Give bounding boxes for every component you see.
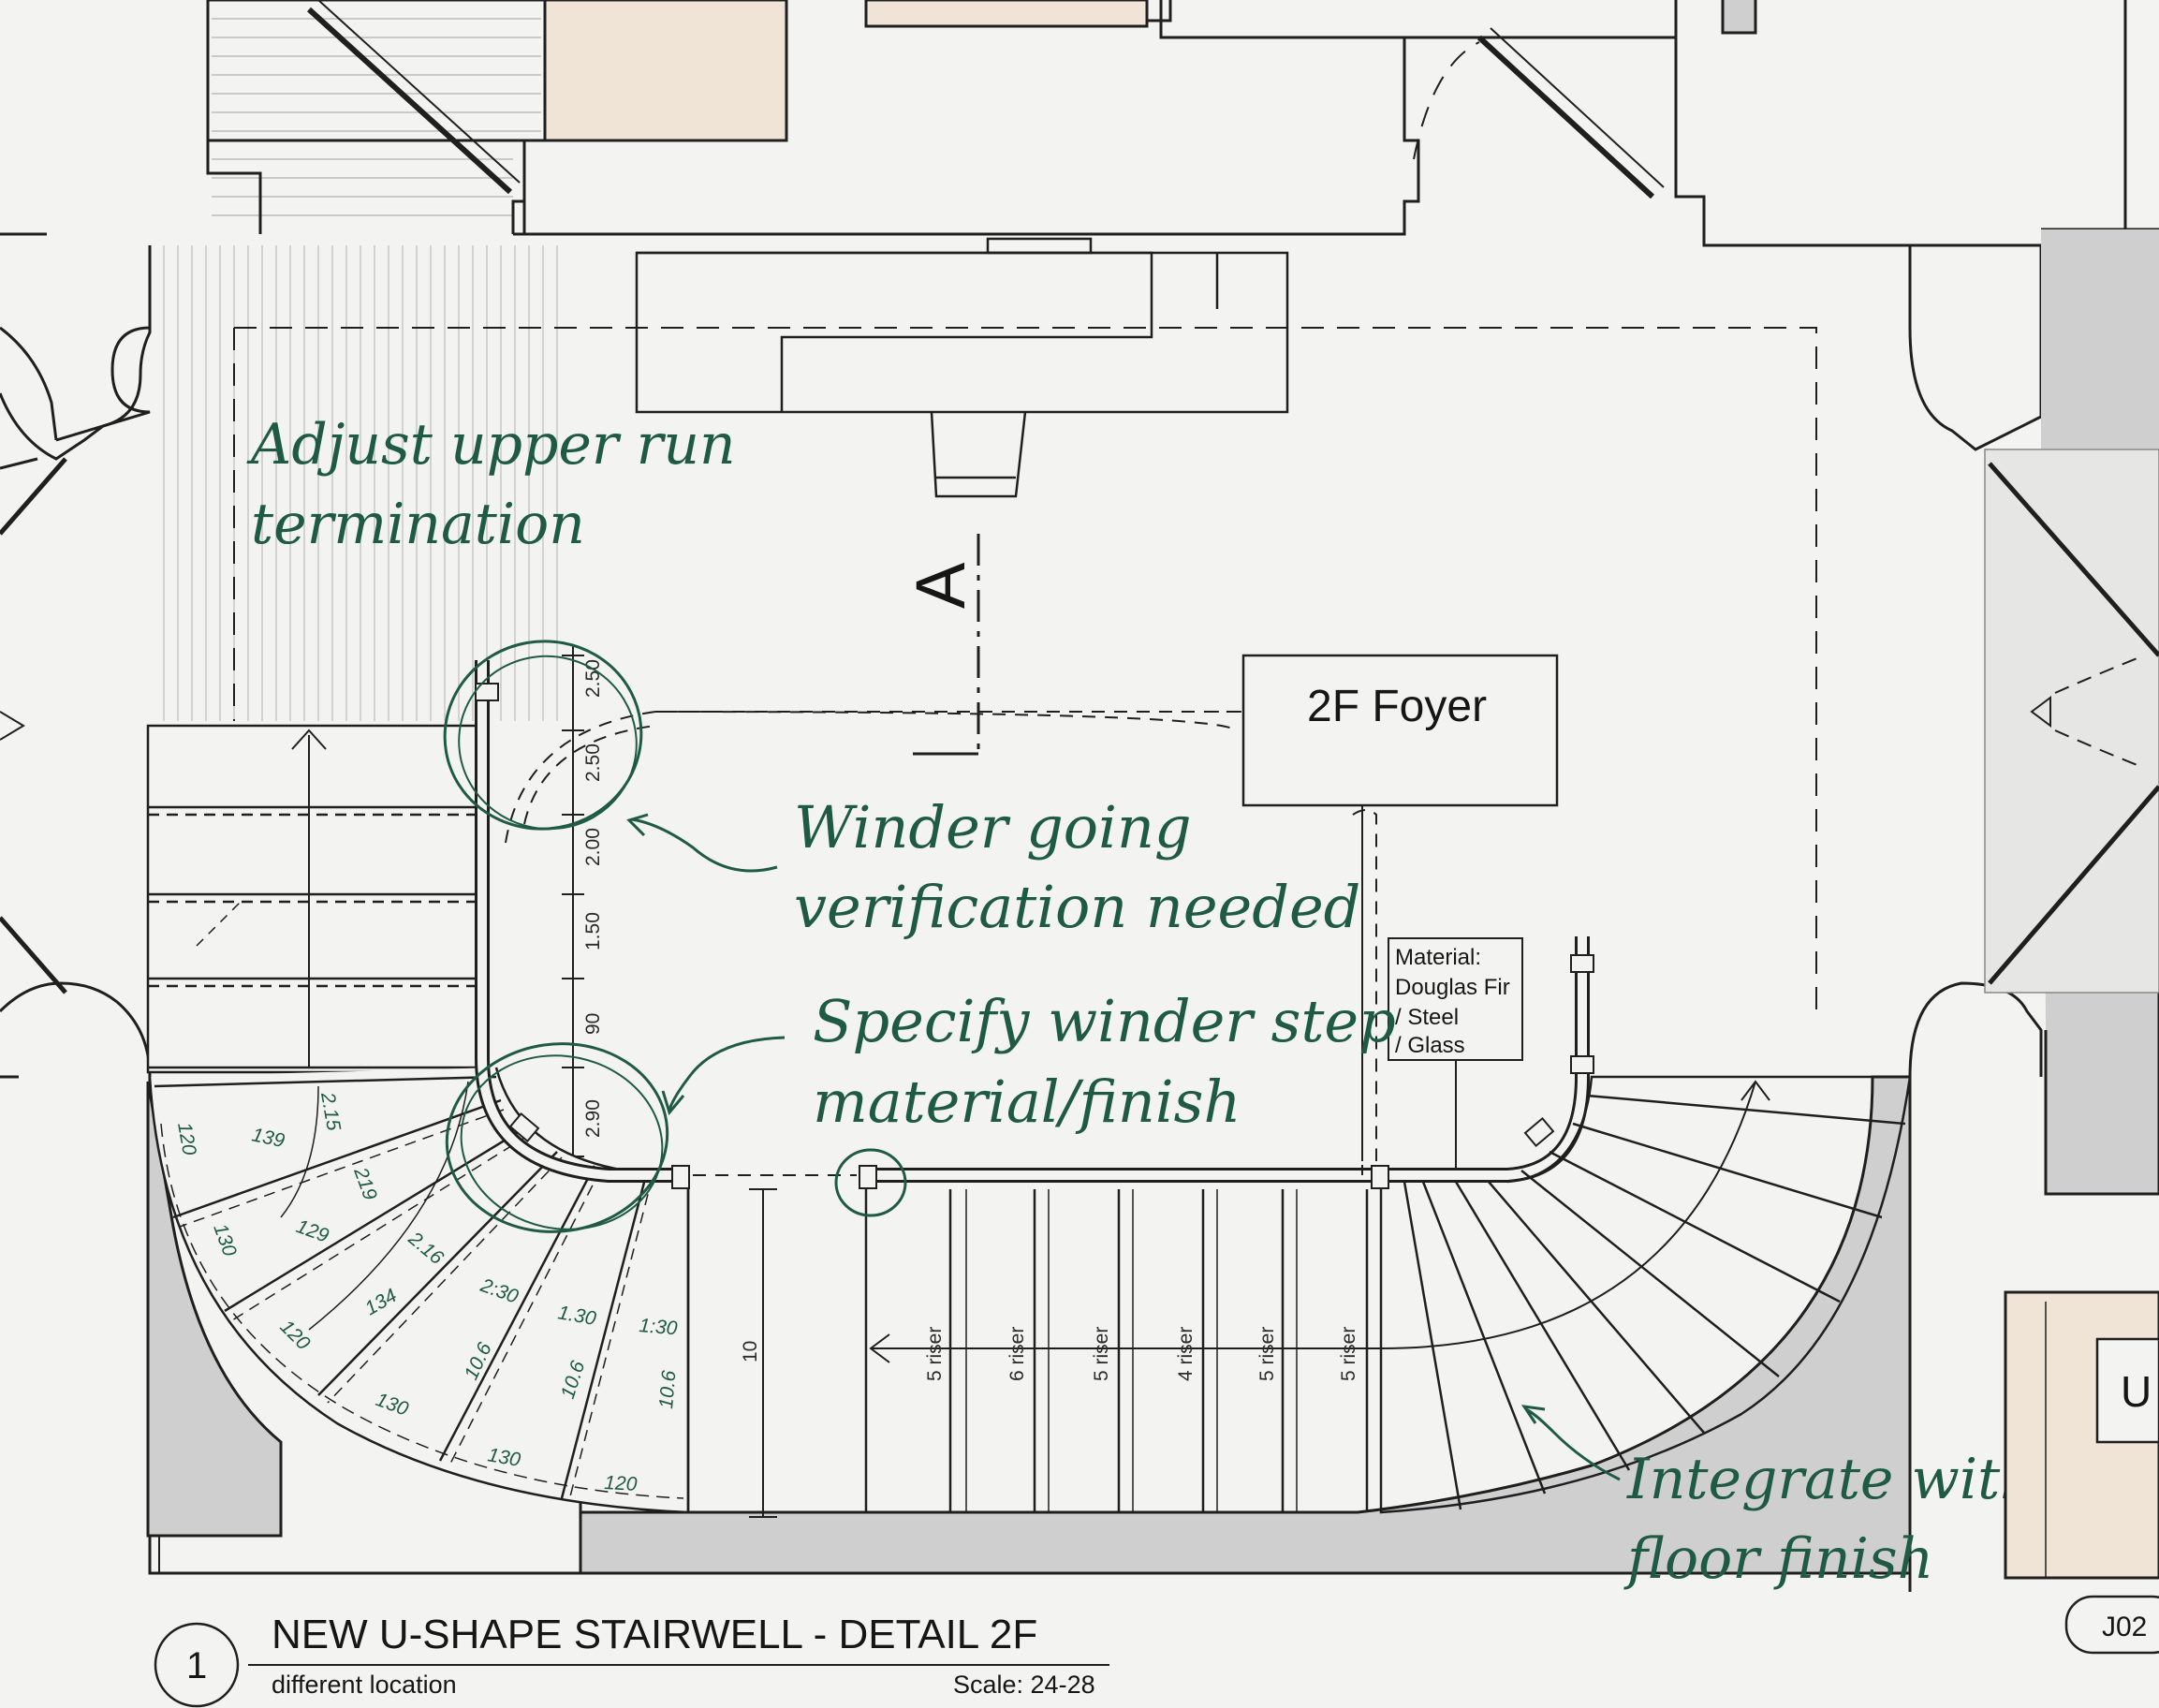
material-line-3: / Steel <box>1395 1005 1459 1030</box>
dashed-ceiling-outline <box>234 327 1817 1021</box>
left-exterior <box>0 326 67 1079</box>
material-line-2: Douglas Fir <box>1395 975 1510 1000</box>
wdim-15: 10.6 <box>655 1369 681 1409</box>
upper-structures <box>206 0 2127 247</box>
upper-turn-dashed <box>505 710 1377 1161</box>
title-block: 1 NEW U-SHAPE STAIRWELL - DETAIL 2F diff… <box>154 1612 1109 1708</box>
wdim-11: 1:30 <box>639 1315 679 1340</box>
lower-flight <box>864 1189 1382 1512</box>
handrails <box>475 660 1594 1189</box>
note-3-line-2: material/finish <box>813 1068 1241 1136</box>
material-line-1: Material: <box>1395 945 1481 970</box>
desk-counter <box>635 237 1289 498</box>
left-winder <box>148 1067 777 1518</box>
material-line-4: / Glass <box>1395 1033 1465 1058</box>
vdim-2: 2.50 <box>582 744 604 782</box>
title-text: NEW U-SHAPE STAIRWELL - DETAIL 2F <box>272 1612 1037 1657</box>
note-4-line-1: Integrate with <box>1626 1447 2036 1512</box>
right-tag-label: J02 <box>2102 1612 2147 1642</box>
lower-run-dim: 10 <box>740 1341 761 1362</box>
riser-label-2: 6 riser <box>1006 1327 1028 1381</box>
right-exterior <box>1984 228 2159 1196</box>
section-marker-label: A <box>902 562 979 609</box>
vdim-5: 90 <box>582 1013 604 1035</box>
vdim-1: 2.50 <box>582 659 604 698</box>
material-note-box: Material: Douglas Fir / Steel / Glass <box>1388 937 1523 1171</box>
riser-label-5: 5 riser <box>1256 1327 1278 1381</box>
section-marker: A <box>902 534 980 756</box>
wall-fills <box>146 1075 1912 1575</box>
wdim-17: 120 <box>604 1472 639 1495</box>
riser-label-3: 5 riser <box>1091 1327 1112 1381</box>
right-winder <box>1379 1075 1912 1514</box>
riser-label-6: 5 riser <box>1338 1327 1359 1381</box>
upper-flight <box>146 724 487 1074</box>
note-4-line-2: floor finish <box>1623 1526 1933 1592</box>
note-2-line-1: Winder going <box>794 793 1192 861</box>
riser-label-1: 5 riser <box>924 1327 946 1381</box>
foyer-label: 2F Foyer <box>1307 682 1487 731</box>
right-side-panel: U J02 <box>2004 1290 2159 1655</box>
right-box-label: U <box>2121 1367 2152 1416</box>
title-subtitle: different location <box>272 1671 457 1699</box>
annotations: Adjust upper run termination Winder goin… <box>246 412 2036 1592</box>
markup-sketches <box>443 640 1621 1481</box>
foyer-label-box: 2F Foyer <box>1241 654 1559 1175</box>
note-3-line-1: Specify winder step <box>813 987 1396 1055</box>
riser-labels: 5 riser 6 riser 5 riser 4 riser 5 riser … <box>924 1327 1359 1381</box>
title-scale: Scale: 24-28 <box>953 1671 1095 1699</box>
note-2-line-2: verification needed <box>794 873 1360 941</box>
vertical-dimensions: 2.50 2.50 2.00 1.50 90 2.90 <box>582 659 604 1138</box>
vdim-4: 1.50 <box>582 912 604 950</box>
riser-label-4: 4 riser <box>1175 1327 1197 1381</box>
vdim-3: 2.00 <box>582 828 604 866</box>
title-number: 1 <box>186 1645 207 1686</box>
note-1-line-1: Adjust upper run <box>246 412 736 478</box>
note-1-line-2: termination <box>251 492 585 557</box>
vdim-6: 2.90 <box>582 1099 604 1138</box>
